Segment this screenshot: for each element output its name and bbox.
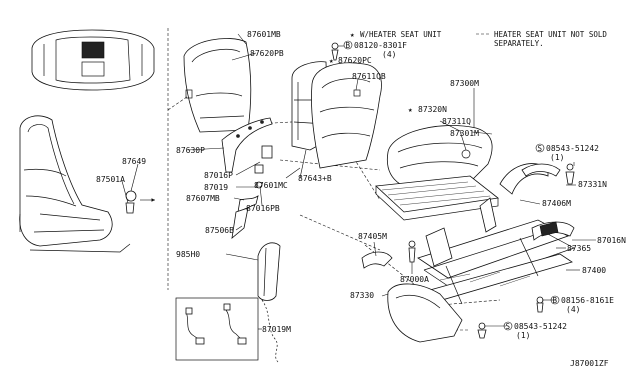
label-87365: 87365 [567,244,591,253]
lever-87405M [361,240,416,269]
legend-dash-note-1: HEATER SEAT UNIT NOT SOLD [494,30,607,39]
bolt-symbol-B-letter: B [346,41,351,50]
label-87649: 87649 [122,157,146,166]
side-airbag-985H0 [257,242,281,363]
seat-back-cushion-87611QB [311,62,382,169]
label-87601MC: 87601MC [254,181,288,190]
legend: ★ W/HEATER SEAT UNIT HEATER SEAT UNIT NO… [350,30,607,48]
qty-08543-51242-a: (1) [550,153,564,162]
leader-lines [121,33,596,330]
car-location-view [31,29,155,91]
label-87331N: 87331N [578,180,607,189]
label-87406M: 87406M [542,199,571,208]
label-87000A: 87000A [400,275,429,284]
label-87016P: 87016P [204,171,233,180]
qty-08120-8301F: (4) [382,50,396,59]
bolt-symbol-B-icon-2 [550,295,560,305]
legend-star-note: W/HEATER SEAT UNIT [360,30,442,39]
seat-adjuster-87400 [417,197,575,313]
label-87501A: 87501A [96,175,125,184]
side-cover-87406M [499,163,575,195]
label-87620PC: 87620PC [338,56,372,65]
label-87405M: 87405M [358,232,387,241]
star-icon-87320N: ★ [408,105,413,114]
screw-symbol-S-letter-2: S [506,322,511,331]
label-87506B: 87506B [205,226,234,235]
part-labels: 87601MB 87620PB B 08120-8301F (4) ★ 8762… [96,30,626,368]
label-87019: 87019 [204,183,228,192]
label-87611QB: 87611QB [352,72,386,81]
screw-symbol-S-icon [535,143,545,153]
label-08543-51242-a: 08543-51242 [546,144,599,153]
label-87301M: 87301M [450,129,479,138]
label-87016PB: 87016PB [246,204,280,213]
label-87019M: 87019M [262,325,291,334]
screw-symbol-S-icon-2 [503,321,513,331]
diagram-code: J87001ZF [570,359,609,368]
star-icon-87620PC: ★ [329,56,334,65]
side-trim-87330 [387,283,487,343]
knob-icon [125,190,137,202]
label-87330: 87330 [350,291,374,300]
label-87643B: 87643+B [298,174,332,183]
label-985H0: 985H0 [176,250,200,259]
label-87601MB: 87601MB [247,30,281,39]
qty-08543-51242-b: (1) [516,331,530,340]
label-08543-51242-b: 08543-51242 [514,322,567,331]
bolt-symbol-B-letter-2: B [553,296,558,305]
star-icon: ★ [350,30,355,39]
qty-08156-8161E: (4) [566,305,580,314]
bolt-symbol-B-icon [343,40,353,50]
seat-back-cover-87601MB [183,38,252,133]
label-08156-8161E: 08156-8161E [561,296,614,305]
seat-assembly-illustration [19,115,137,253]
label-87300M: 87300M [450,79,479,88]
label-87630P: 87630P [176,146,205,155]
label-87016N: 87016N [597,236,626,245]
clip-parts [231,145,273,239]
recliner-lever-87016N [531,221,575,241]
label-08120-8301F: 08120-8301F [354,41,407,50]
seat-cushion-87300M [375,125,499,221]
label-87620PB: 87620PB [250,49,284,58]
label-87607MB: 87607MB [186,194,220,203]
screw-symbol-S-letter: S [538,144,543,153]
label-87311Q: 87311Q [442,117,471,126]
legend-dash-note-2: SEPARATELY. [494,39,544,48]
harness-box-87019M [175,297,259,361]
seat-location-marker [81,41,105,59]
label-87400: 87400 [582,266,606,275]
bracket-87630P [221,117,273,173]
label-87320N: 87320N [418,105,447,114]
